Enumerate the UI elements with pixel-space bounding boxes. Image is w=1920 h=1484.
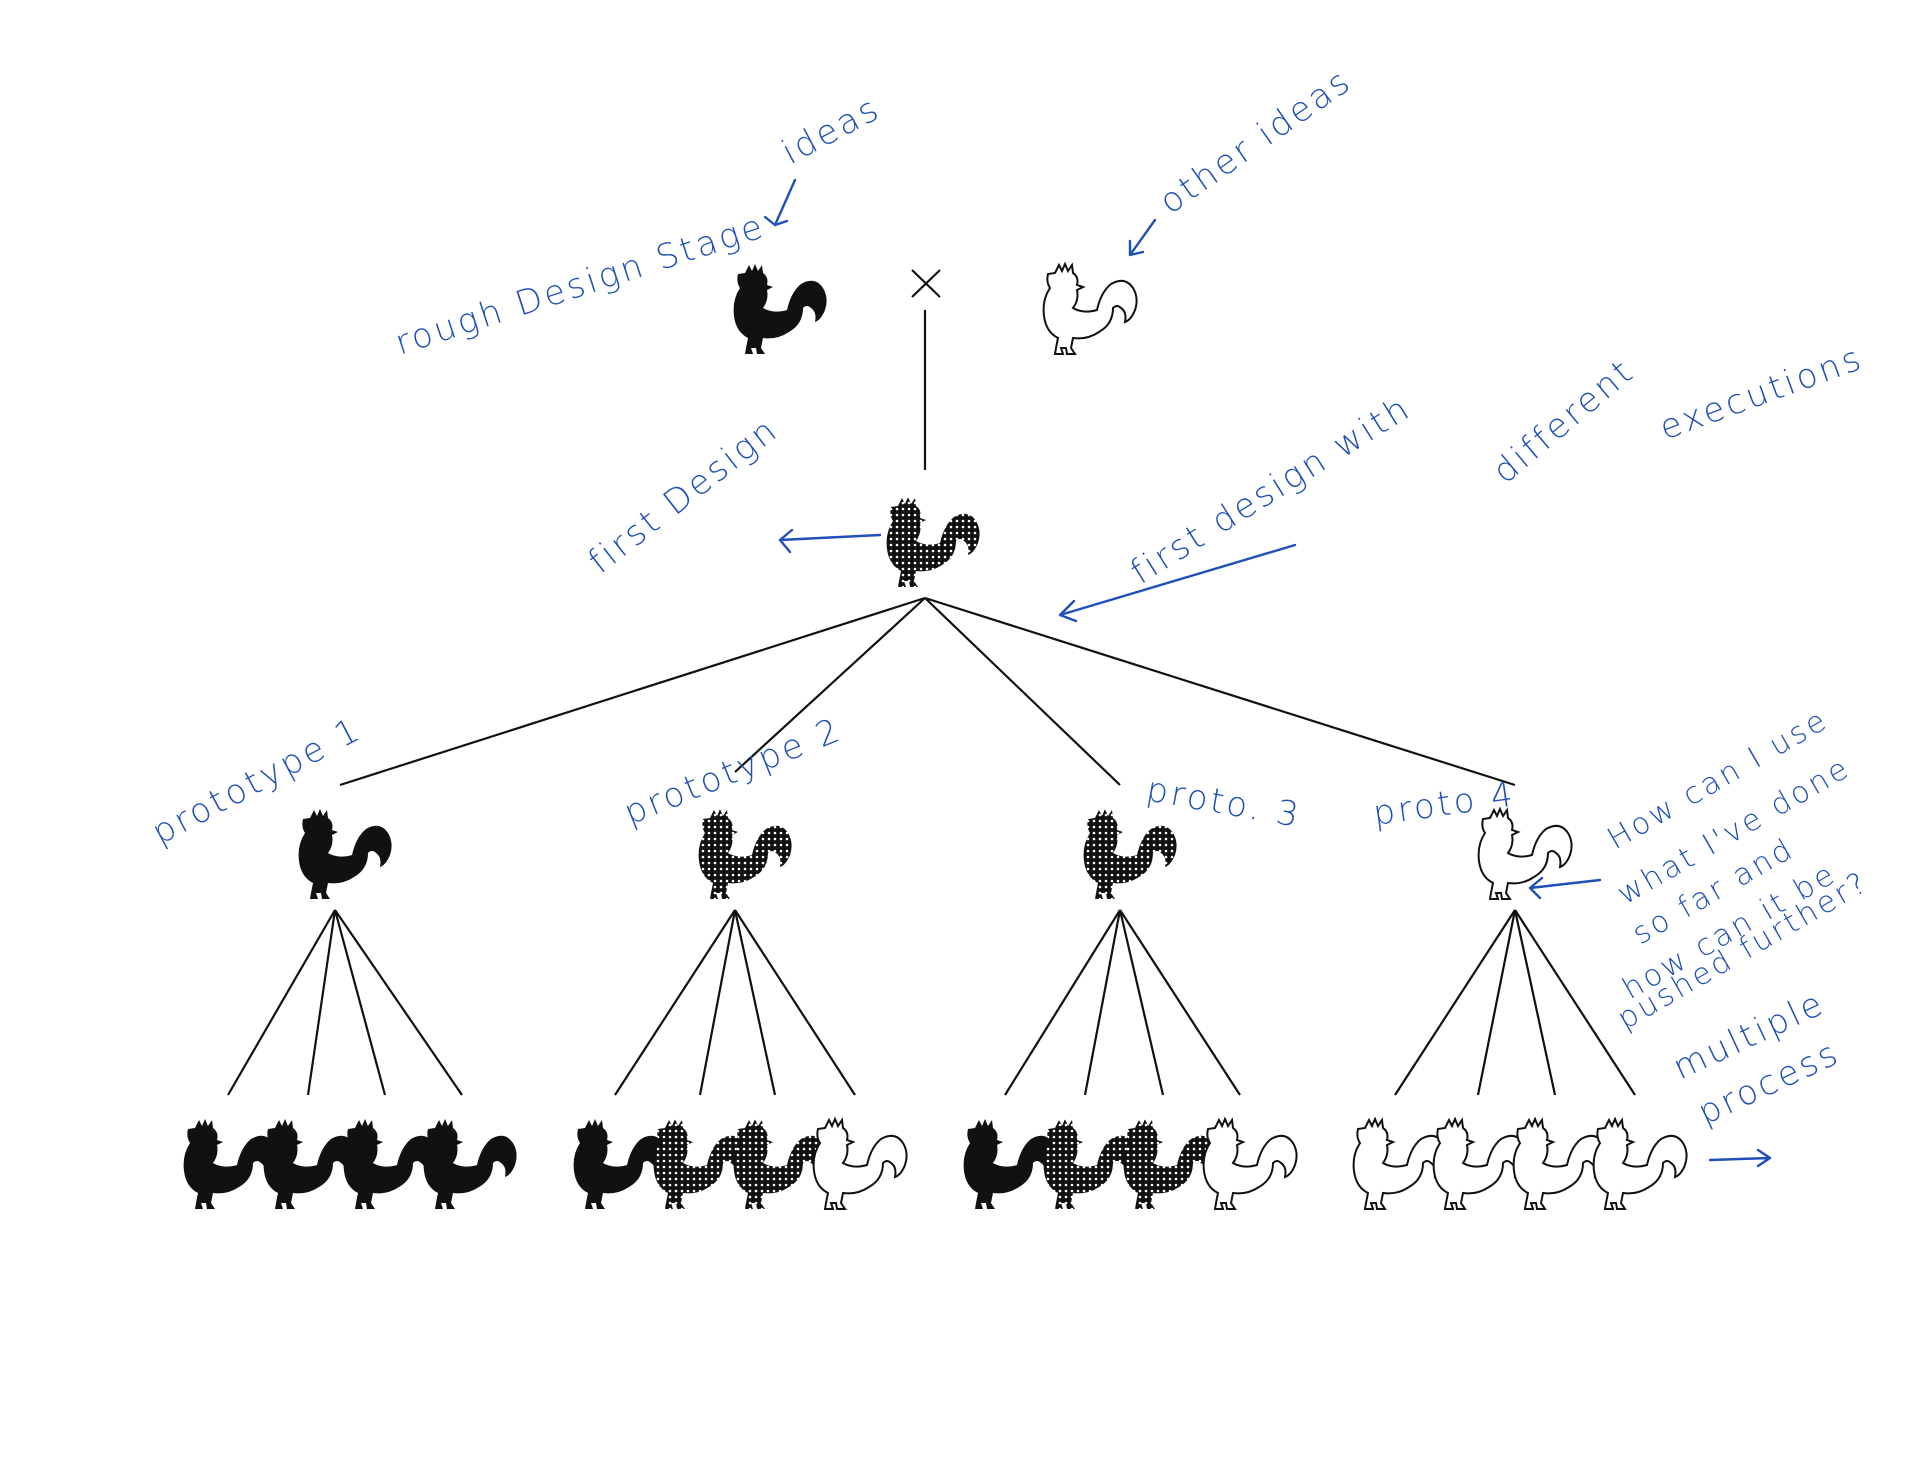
- iteration-rooster-icon: [963, 1119, 1057, 1209]
- different-label: different: [1485, 351, 1642, 492]
- proto-3-label: proto. 3: [1143, 769, 1304, 836]
- other-ideas-label: other ideas: [1152, 61, 1359, 223]
- prototype-1-rooster-icon: [298, 809, 392, 899]
- iteration-rooster-row: [183, 1118, 1688, 1210]
- prototype-2-rooster-icon: [698, 809, 792, 899]
- iteration-rooster-icon: [183, 1119, 277, 1209]
- first-design-label: first Design: [581, 409, 786, 582]
- iteration-rooster-icon: [573, 1119, 667, 1209]
- prototype-2-label: prototype 2: [618, 710, 847, 834]
- annotation-arrows: [763, 178, 1772, 1168]
- prototype-3-rooster-icon: [1083, 809, 1177, 899]
- iteration-rooster-icon: [1043, 1119, 1137, 1209]
- first-design-with-label: first design with: [1124, 388, 1419, 593]
- other-idea-rooster-icon: [1042, 263, 1138, 355]
- rejected-x-mark: [911, 269, 941, 298]
- iteration-rooster-icon: [343, 1119, 437, 1209]
- iteration-rooster-icon: [1592, 1118, 1688, 1210]
- ideas-label: ideas: [775, 88, 887, 173]
- iteration-rooster-icon: [653, 1119, 747, 1209]
- first-design-rooster-icon: [886, 497, 980, 587]
- iteration-rooster-icon: [423, 1119, 517, 1209]
- rough-design-stage-label: rough Design Stage: [390, 206, 770, 363]
- annotation-labels: rough Design Stage ideas other ideas fir…: [145, 61, 1875, 1134]
- tree-connectors: [227, 310, 1636, 1096]
- iteration-rooster-icon: [1202, 1118, 1298, 1210]
- executions-label: executions: [1654, 338, 1868, 449]
- rough-idea-rooster-icon: [733, 264, 827, 354]
- iteration-rooster-icon: [263, 1119, 357, 1209]
- iteration-rooster-icon: [812, 1118, 908, 1210]
